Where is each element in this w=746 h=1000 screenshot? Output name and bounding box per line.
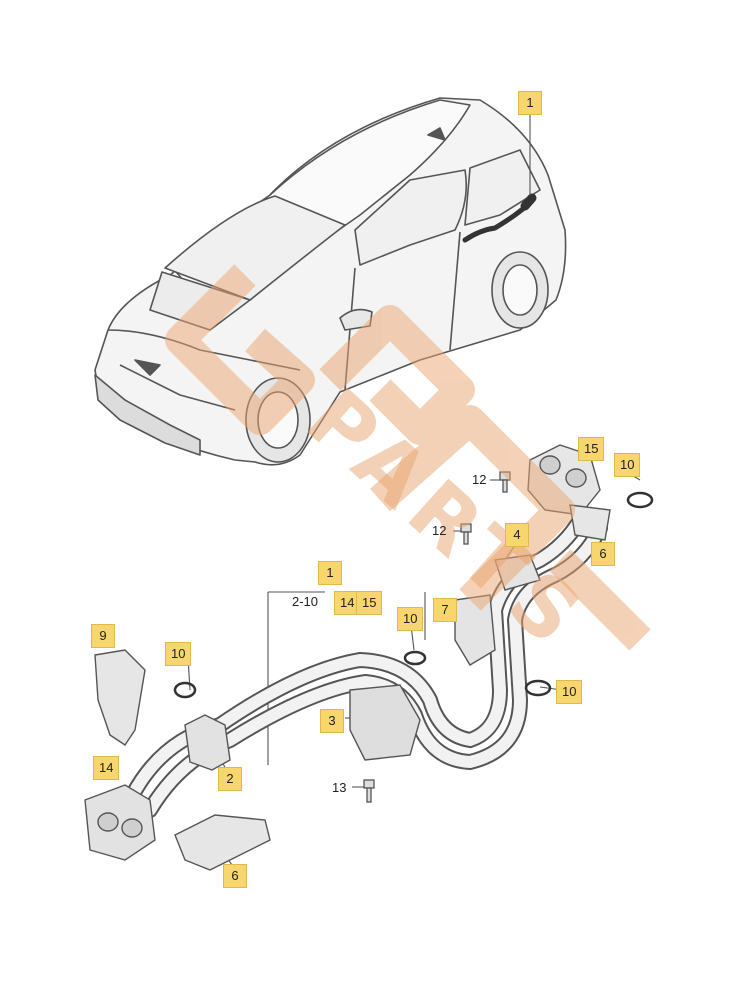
callout-13: 13 — [332, 780, 347, 795]
callout-10-mid: 10 — [397, 607, 424, 631]
callout-6-bottom: 6 — [223, 864, 247, 888]
callout-6-top: 6 — [591, 542, 615, 566]
callout-1-mid: 1 — [318, 561, 342, 585]
callout-9: 9 — [91, 624, 115, 648]
bolt-12-a — [499, 471, 511, 493]
part-14-socket-left — [84, 784, 156, 861]
bolt-13 — [363, 779, 375, 803]
callout-4: 4 — [505, 523, 529, 547]
callout-12-a: 12 — [472, 472, 487, 487]
callout-1-top: 1 — [518, 91, 542, 115]
bolt-12-b — [460, 523, 472, 545]
vehicle-illustration — [94, 97, 567, 466]
part-9-cover — [94, 649, 146, 746]
callout-14-left: 14 — [93, 756, 120, 780]
vehicle-charging-harness — [462, 202, 531, 243]
callout-2-10: 2-10 — [292, 594, 319, 609]
clip-10-top — [626, 491, 654, 509]
clip-10-right — [524, 679, 552, 697]
callout-7: 7 — [433, 598, 457, 622]
callout-3: 3 — [320, 709, 344, 733]
callout-10-left: 10 — [165, 642, 192, 666]
callout-15-mid: 15 — [356, 591, 383, 615]
callout-10-top: 10 — [614, 453, 641, 477]
callout-2: 2 — [218, 767, 242, 791]
callout-15-top: 15 — [578, 437, 605, 461]
part-7-bracket — [454, 594, 496, 666]
callout-10-right: 10 — [556, 680, 583, 704]
clip-10-mid — [403, 650, 427, 666]
part-3-module — [349, 684, 421, 761]
clip-10-left — [173, 681, 197, 699]
part-2-grommet — [184, 714, 231, 771]
callout-12-b: 12 — [432, 523, 447, 538]
part-6-cover-bottom — [174, 814, 271, 871]
